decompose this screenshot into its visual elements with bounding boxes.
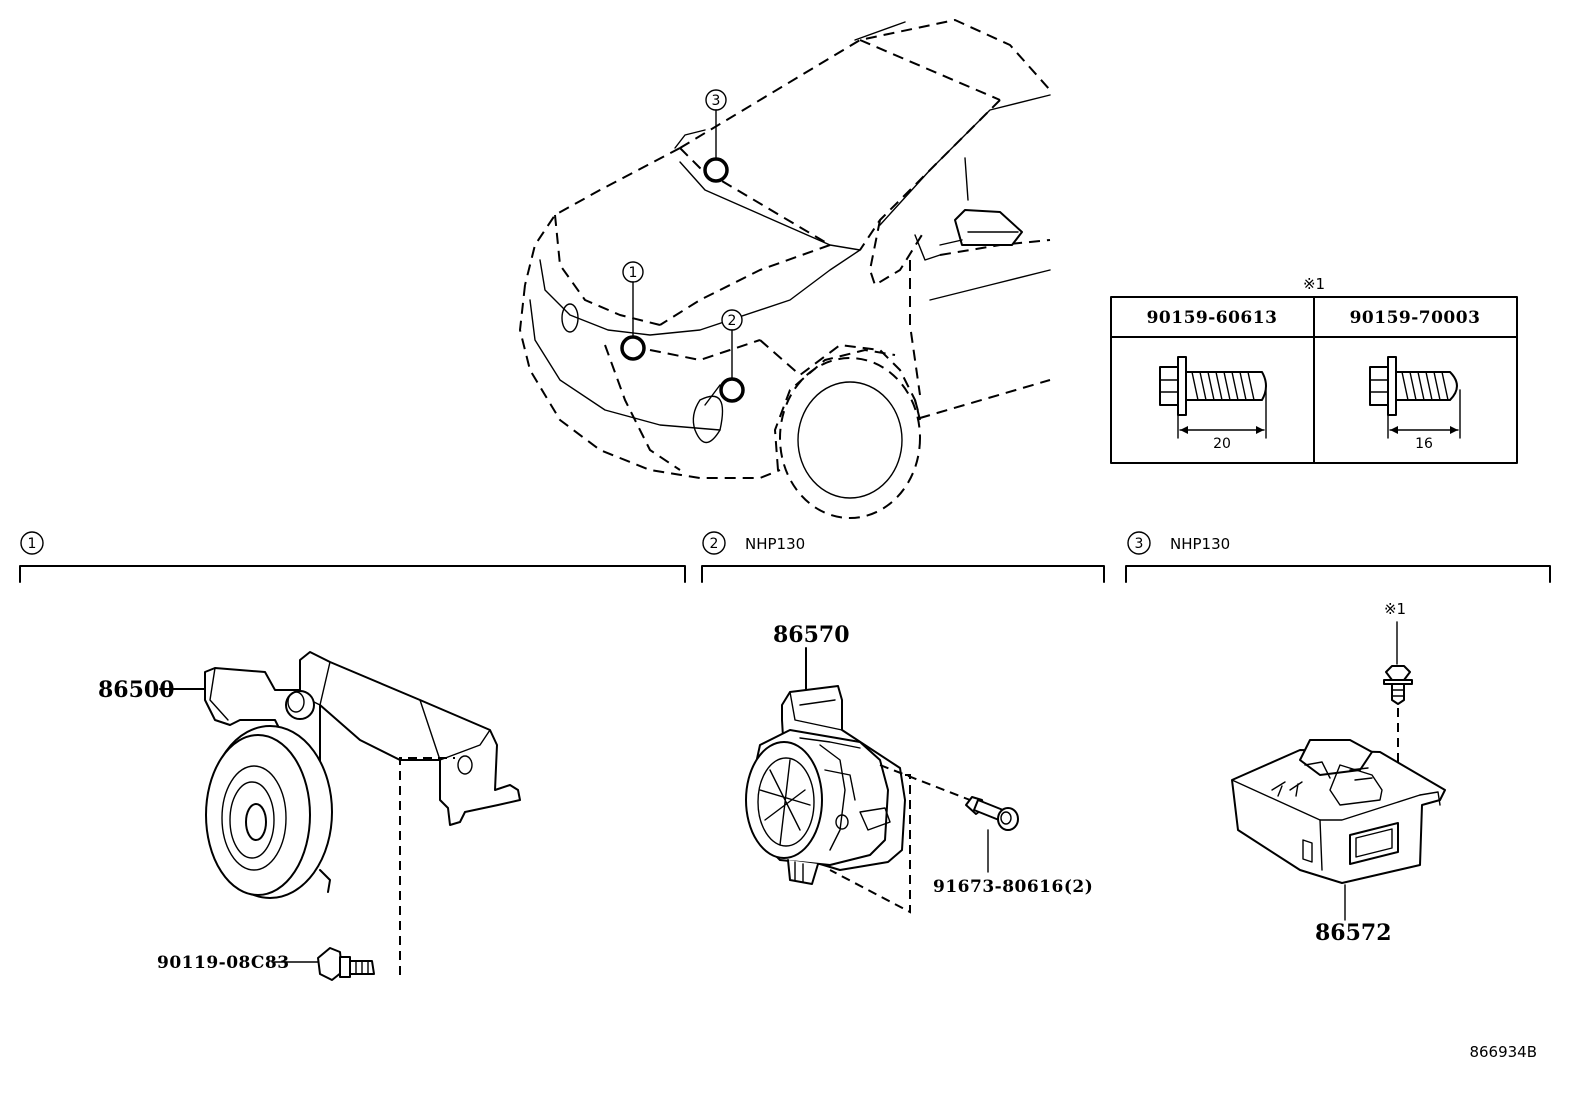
- table-reference-mark: ※1: [1303, 275, 1325, 293]
- table-part-2: 90159-70003: [1350, 308, 1481, 328]
- section-2-note: NHP130: [745, 535, 805, 553]
- siren-bolt-icon: [965, 796, 1019, 831]
- callout-2-label: 2: [728, 313, 737, 329]
- bolt-reference-table: ※1 90159-60613 90159-70003 20: [1110, 275, 1518, 464]
- callout-1: 1: [620, 261, 646, 361]
- vehicle-outline: 3 1 2: [519, 19, 1051, 519]
- module-bolt-icon: [1383, 665, 1413, 705]
- module-reference-mark: ※1: [1384, 600, 1406, 618]
- part-module: 86572: [1315, 920, 1392, 946]
- callout-3: 3: [703, 89, 729, 183]
- callout-3-label: 3: [712, 93, 721, 109]
- part-siren-bolt: 91673-80616(2): [933, 877, 1093, 897]
- horn-bolt-icon: [317, 947, 375, 981]
- section-headers: 1 2 NHP130 3 NHP130: [19, 531, 1551, 583]
- callout-1-label: 1: [629, 265, 638, 281]
- section-3-number: 3: [1135, 536, 1144, 552]
- siren-assembly: 86570 91673-80616(2): [745, 622, 1093, 914]
- table-length-1: 20: [1213, 436, 1231, 452]
- section-2-number: 2: [710, 536, 719, 552]
- bolt-short-icon: 16: [1369, 356, 1461, 452]
- table-length-2: 16: [1415, 436, 1433, 452]
- horn-assembly: 86500 90119-08C83: [98, 651, 521, 981]
- diagram-id: 866934B: [1469, 1043, 1537, 1061]
- module-assembly: ※1 86572: [1231, 600, 1446, 946]
- bolt-long-icon: 20: [1159, 356, 1267, 452]
- table-part-1: 90159-60613: [1147, 308, 1278, 328]
- part-siren: 86570: [773, 622, 850, 648]
- section-3-note: NHP130: [1170, 535, 1230, 553]
- section-1-number: 1: [28, 536, 37, 552]
- callout-2: 2: [719, 309, 745, 403]
- part-horn-bolt: 90119-08C83: [157, 953, 290, 973]
- part-horn: 86500: [98, 677, 175, 703]
